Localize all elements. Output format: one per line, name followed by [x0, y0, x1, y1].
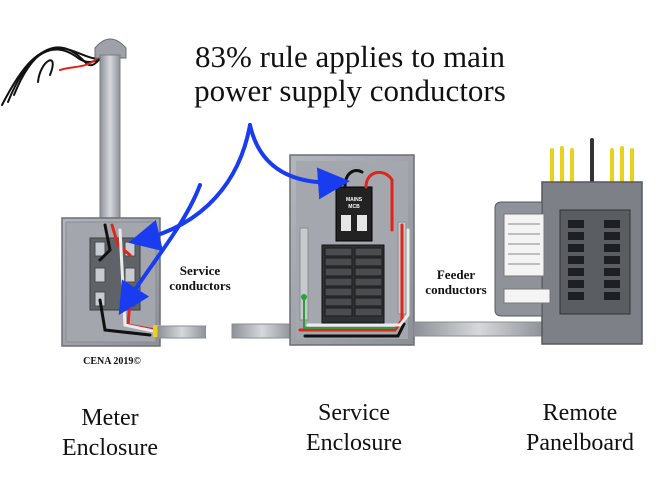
- service-conductors-line1: Service: [179, 263, 221, 278]
- caption-service-line1: Service: [318, 400, 390, 426]
- main-breaker-label-line1: MAINS: [346, 197, 363, 203]
- caption-service-enclosure: Service Enclosure: [284, 398, 424, 458]
- main-breaker-label-line2: MCB: [348, 204, 360, 210]
- feeder-conduit: [413, 321, 545, 337]
- caption-meter-enclosure: Meter Enclosure: [40, 403, 180, 463]
- remote-panelboard: [494, 138, 643, 345]
- headline-line1: 83% rule applies to main: [195, 39, 505, 74]
- headline: 83% rule applies to main power supply co…: [150, 40, 550, 108]
- copyright-label: CENA 2019©: [83, 356, 141, 367]
- arrow-to-meter: [128, 123, 252, 252]
- service-conductors-label: Service conductors: [160, 263, 240, 293]
- branch-breakers: [321, 244, 385, 324]
- caption-remote-panelboard: Remote Panelboard: [505, 398, 655, 458]
- caption-service-line2: Enclosure: [306, 430, 402, 456]
- caption-panel-line1: Remote: [542, 400, 618, 426]
- meter-outlet-conduit: [157, 325, 210, 339]
- headline-line2: power supply conductors: [194, 73, 506, 108]
- arrow-to-meter-lower: [118, 183, 202, 316]
- caption-panel-line2: Panelboard: [526, 430, 634, 456]
- service-drop-wires: [1, 46, 107, 106]
- caption-meter-line2: Enclosure: [62, 435, 158, 461]
- main-circuit-breaker: MAINS MCB: [335, 186, 373, 242]
- feeder-conductors-line2: conductors: [425, 282, 487, 297]
- meter-mast: [94, 38, 127, 226]
- arrow-to-service: [248, 123, 350, 200]
- feeder-conductors-label: Feeder conductors: [416, 267, 496, 297]
- feeder-conductors-line1: Feeder: [436, 267, 476, 282]
- service-enclosure: MAINS MCB: [231, 154, 415, 346]
- caption-meter-line1: Meter: [81, 405, 139, 431]
- service-conductors-line2: conductors: [169, 278, 231, 293]
- callout-arrows: [118, 123, 350, 316]
